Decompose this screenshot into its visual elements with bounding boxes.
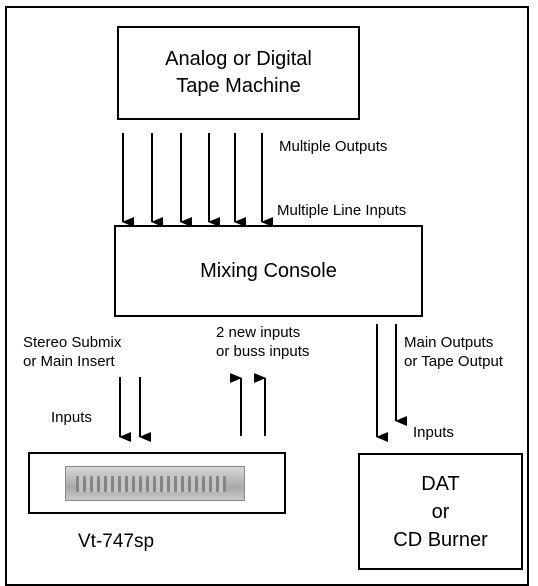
inputs-left-label: Inputs — [51, 409, 92, 426]
main-outputs-line-1: Main Outputs — [404, 334, 494, 351]
dat-burner-line-2: or — [431, 500, 450, 523]
new-inputs-label: 2 new inputs or buss inputs — [216, 323, 309, 361]
tape-machine-line-1: Analog or Digital — [165, 48, 312, 70]
multiple-outputs-label: Multiple Outputs — [279, 138, 388, 155]
arrows-layer — [119, 133, 407, 442]
mixing-console-box: Mixing Console — [114, 225, 423, 317]
new-inputs-line-1: 2 new inputs — [216, 324, 301, 341]
mixing-console-label: Mixing Console — [200, 259, 337, 282]
device-name-label: Vt-747sp — [78, 531, 155, 552]
rack-unit-icon — [65, 466, 245, 501]
dat-burner-box: DAT or CD Burner — [358, 453, 523, 570]
inputs-right-label: Inputs — [413, 424, 454, 441]
dat-burner-line-1: DAT — [421, 472, 460, 495]
main-outputs-label: Main Outputs or Tape Output — [404, 333, 503, 371]
tape-machine-line-2: Tape Machine — [176, 75, 301, 97]
new-inputs-line-2: or buss inputs — [216, 343, 310, 360]
main-outputs-line-2: or Tape Output — [404, 353, 503, 370]
multiple-line-inputs-label: Multiple Line Inputs — [277, 202, 407, 219]
dat-burner-line-3: CD Burner — [393, 528, 488, 551]
stereo-submix-label: Stereo Submix or Main Insert — [23, 333, 121, 371]
stereo-submix-line-2: or Main Insert — [23, 353, 115, 370]
tape-machine-box: Analog or Digital Tape Machine — [117, 26, 360, 120]
stereo-submix-line-1: Stereo Submix — [23, 334, 122, 351]
